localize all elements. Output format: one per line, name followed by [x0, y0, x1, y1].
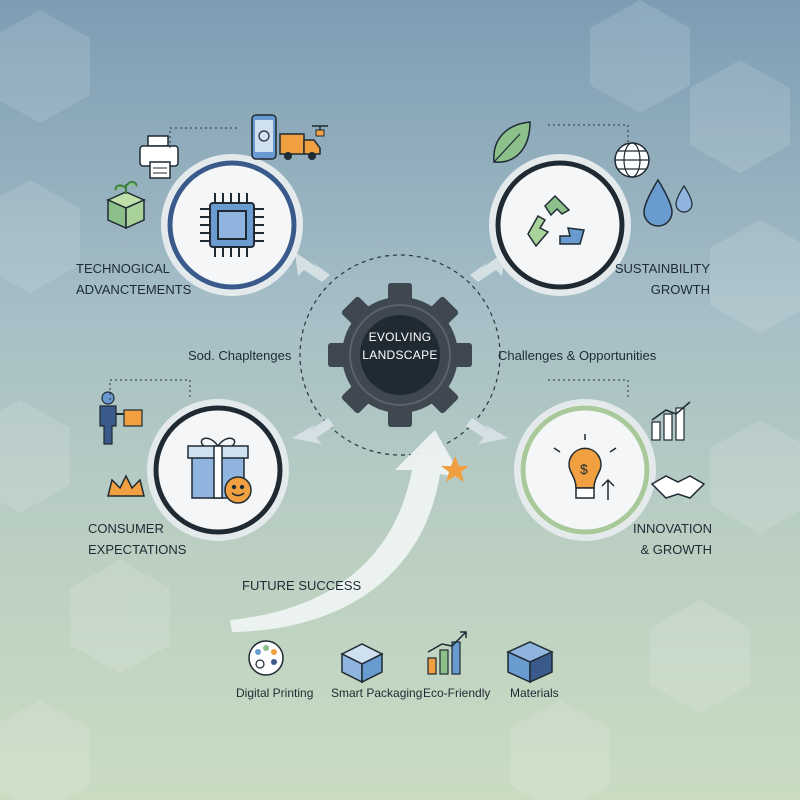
- sustainability-label-line2: GROWTH: [650, 282, 710, 297]
- water-drops-icon: [643, 178, 693, 227]
- consumer-label: CONSUMER EXPECTATIONS: [88, 518, 186, 560]
- consumer-label-line1: CONSUMER: [88, 521, 164, 536]
- right-side-label: Challenges & Opportunities: [498, 348, 657, 363]
- drone-icon: [312, 125, 328, 137]
- tech-label-line1: TECHNOGICAL: [76, 261, 170, 276]
- bottom-label-digital-printing: Digital Printing: [236, 686, 314, 700]
- sustainability-dashed-connector: [548, 124, 629, 145]
- innovation-label-line1: INNOVATION: [633, 521, 712, 536]
- center-title-line2: LANDSCAPE: [362, 348, 438, 362]
- person-delivering-icon: [99, 391, 143, 445]
- tech-label: TECHNOGICAL ADVANCTEMENTS: [76, 258, 191, 300]
- future-success-label: FUTURE SUCCESS: [242, 578, 362, 593]
- lightbulb-dollar-icon: $: [553, 434, 617, 500]
- recycle-icon: [527, 194, 585, 248]
- star-icon: [441, 456, 469, 482]
- handshake-icon: [650, 475, 706, 499]
- svg-text:$: $: [580, 461, 588, 477]
- consumer-dashed-connector: [109, 379, 191, 400]
- innovation-dashed-connector: [548, 379, 629, 400]
- tech-label-line2: ADVANCTEMENTS: [76, 282, 192, 297]
- gear-icon: [328, 283, 472, 427]
- package-box-icon: [340, 643, 384, 684]
- center-title: EVOLVING LANDSCAPE: [350, 328, 450, 364]
- innovation-label-line2: & GROWTH: [640, 542, 713, 557]
- delivery-truck-icon: [279, 133, 321, 160]
- tech-dashed-connector: [169, 127, 240, 148]
- leaf-icon: [493, 121, 531, 163]
- bottom-label-smart-packaging: Smart Packaging: [331, 686, 423, 700]
- sprout-box-icon: [106, 180, 146, 230]
- bottom-label-eco-friendly: Eco-Friendly: [423, 686, 491, 700]
- tech-node: [161, 154, 303, 296]
- sustainability-label-line1: SUSTAINBILITY: [614, 261, 710, 276]
- consumer-node: [147, 399, 289, 541]
- center-title-line1: EVOLVING: [368, 330, 432, 344]
- innovation-node: $: [514, 399, 656, 541]
- dashed-orbit: [299, 254, 501, 456]
- palette-icon: [248, 640, 284, 676]
- materials-box-icon: [506, 641, 554, 684]
- crown-icon: [107, 474, 145, 497]
- microchip-icon: [200, 193, 264, 257]
- bottom-label-materials: Materials: [510, 686, 559, 700]
- connector-arrows: [292, 252, 508, 444]
- smartphone-icon: [251, 114, 277, 160]
- globe-icon: [614, 142, 650, 178]
- growth-chart-icon: [651, 401, 691, 441]
- gift-box-smiley-icon: [187, 437, 252, 504]
- future-success-arrow: [230, 430, 462, 632]
- sustainability-node: [489, 154, 631, 296]
- printer-icon: [139, 135, 179, 179]
- bar-chart-growth-icon: [427, 631, 467, 675]
- left-side-label: Sod. Chapltenges: [188, 348, 292, 363]
- innovation-label: INNOVATION & GROWTH: [624, 518, 712, 560]
- consumer-label-line2: EXPECTATIONS: [88, 542, 187, 557]
- sustainability-label: SUSTAINBILITY GROWTH: [614, 258, 710, 300]
